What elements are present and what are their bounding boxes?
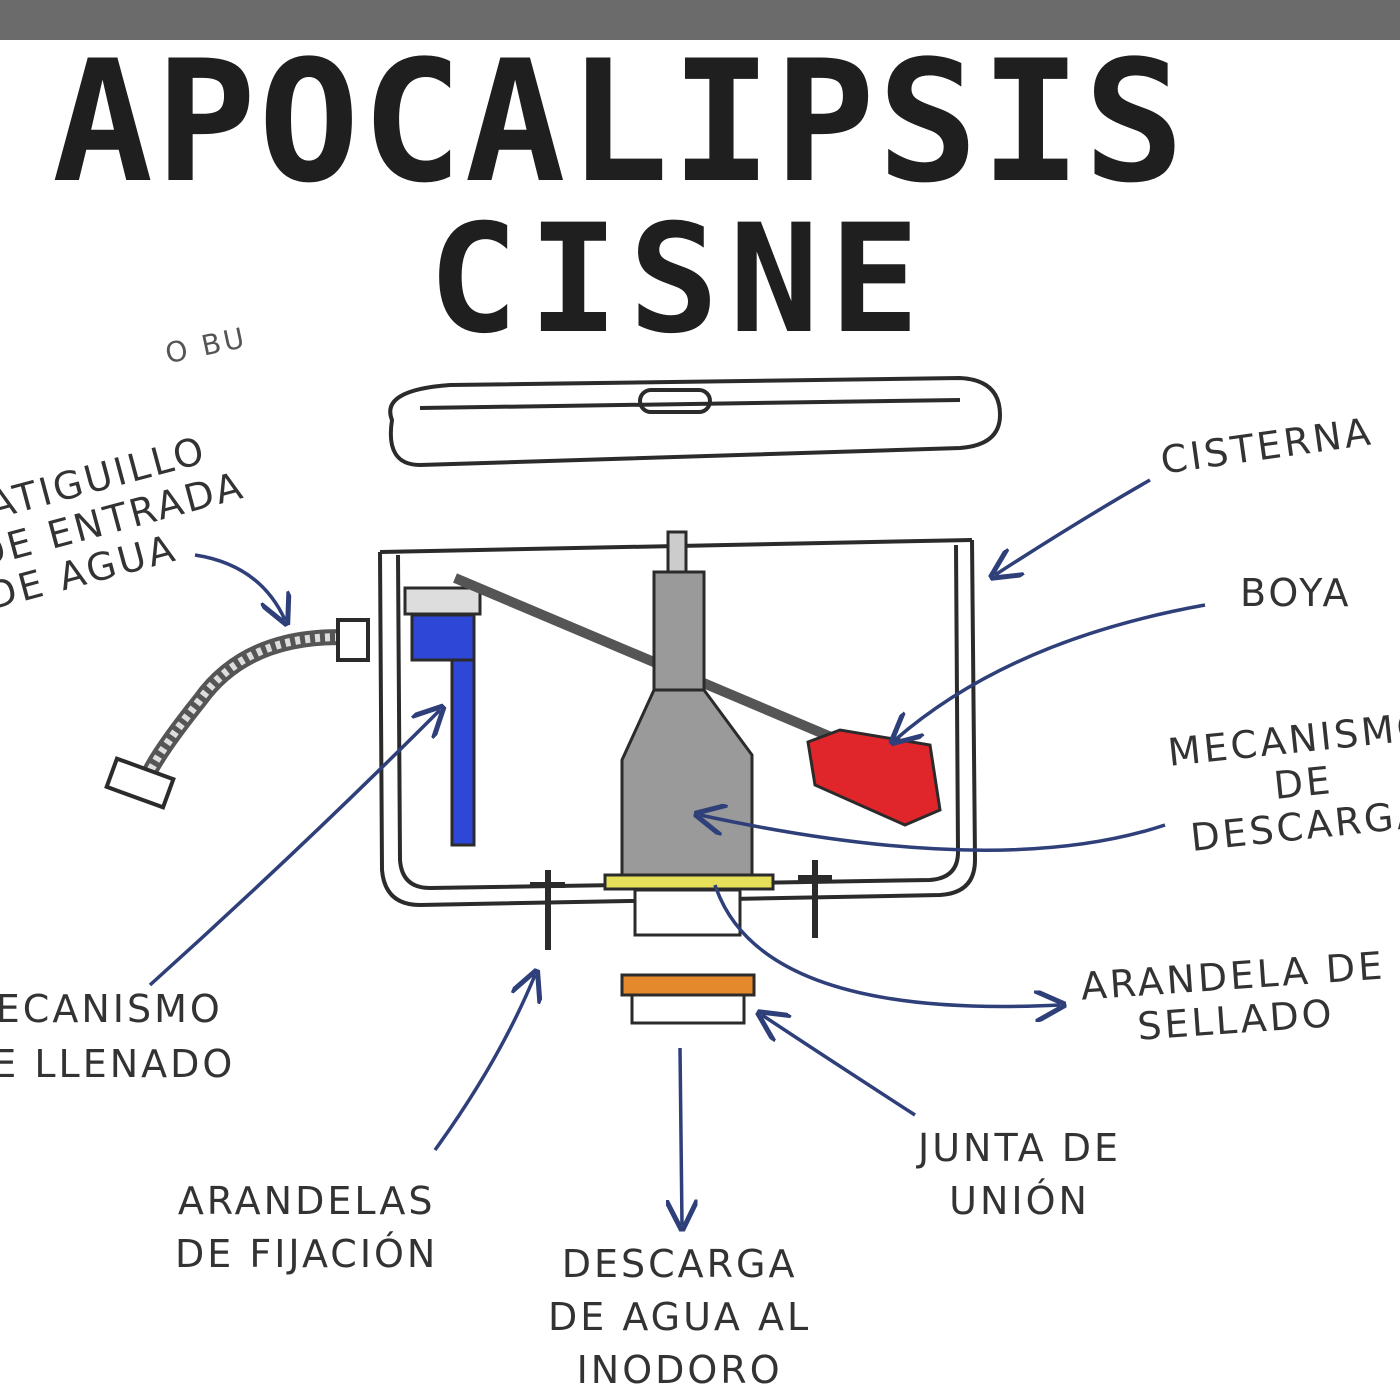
label-junta-union: JUNTA DE UNIÓN [918,1122,1121,1228]
arrow-junta-union [762,1015,916,1117]
top-bar [0,0,1400,40]
label-mecanismo-llenado-line-2: DE LLENADO [0,1042,236,1087]
label-arandelas-fijacion-line-1: ARANDELAS [177,1179,436,1223]
label-junta-union-line-2: UNIÓN [949,1179,1090,1224]
arrow-descarga [680,1047,682,1225]
label-descarga-agua-line-1: DESCARGA [561,1242,798,1286]
title-line-1: APOCALIPSIS [52,24,1187,220]
arrow-latiguillo [194,553,285,620]
arrow-cisterna [995,478,1151,575]
arrow-arandela-sellado [713,884,1060,1007]
inlet-hose [104,618,370,810]
label-mecanismo-llenado: MECANISMO DE LLENADO [0,982,235,1092]
arrow-arandelas-fijacion [433,975,535,1152]
flush-mechanism [603,530,775,937]
fill-valve [403,586,482,847]
arrow-boya [895,603,1206,740]
label-arandelas-fijacion-line-2: DE FIJACIÓN [175,1232,439,1277]
label-descarga-agua-line-2: DE AGUA AL [548,1295,812,1340]
label-mecanismo-llenado-line-1: MECANISMO [0,987,223,1031]
label-descarga-agua-line-3: INODORO [576,1348,783,1393]
label-arandelas-fijacion: ARANDELAS DE FIJACIÓN [175,1175,438,1281]
label-descarga-agua: DESCARGA DE AGUA AL INODORO [548,1238,811,1398]
label-boya: BOYA [1240,571,1352,615]
title-line-2: CISNE [428,193,930,367]
union-gasket [620,973,756,1025]
cistern-lid [388,375,1003,468]
arrow-mecanismo-descarga [700,815,1166,852]
arrow-mecanismo-llenado [148,710,440,987]
label-mecanismo-descarga: MECANISMO DE DESCARGA [1166,704,1400,863]
label-junta-union-line-1: JUNTA DE [918,1126,1122,1170]
fixing-bolts [530,860,832,950]
annotation-arrows [148,478,1206,1225]
